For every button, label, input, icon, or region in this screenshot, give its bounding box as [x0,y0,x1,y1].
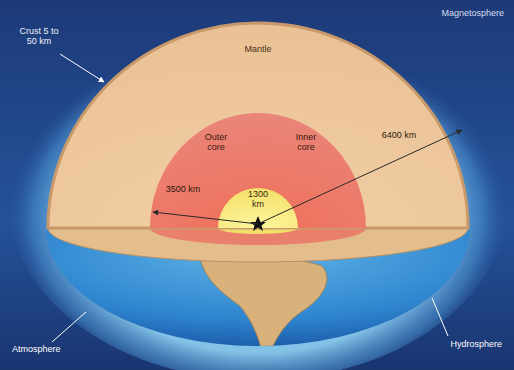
radius-6400-line [262,130,462,222]
layer-label: Mantle [228,44,288,54]
hydrosphere-leader [432,298,448,336]
region-label: Atmosphere [12,344,92,354]
layer-label: Inner core [286,132,326,153]
region-label: Magnetosphere [408,8,504,18]
south-america [200,255,327,352]
dimension-label: 3500 km [158,184,208,194]
layer-label: Outer core [196,132,236,153]
region-label: Hydrosphere [410,339,502,349]
mantle-face [48,23,468,228]
dimension-label: 6400 km [376,130,422,140]
crust-leader [60,54,104,82]
atmosphere-glow [8,20,508,370]
layer-label: Crust 5 to 50 km [14,26,64,47]
outer-core-face [150,113,366,228]
radius-3500-line [153,212,258,224]
dimension-label: 1300 km [241,189,275,210]
atmosphere-leader [52,312,86,342]
